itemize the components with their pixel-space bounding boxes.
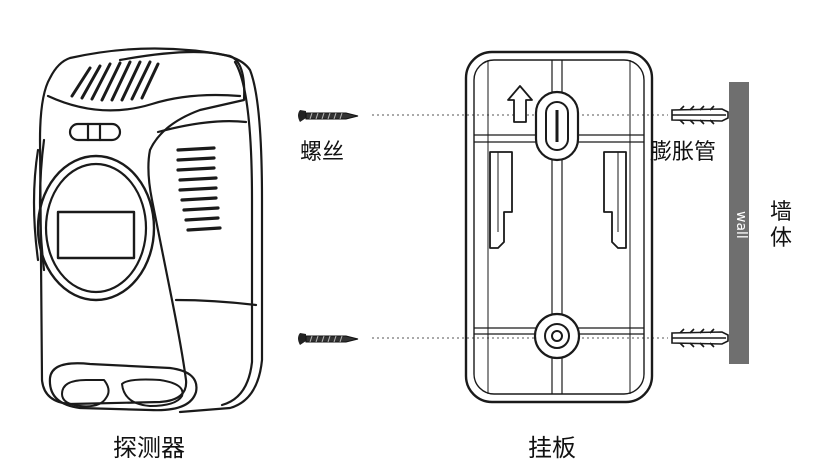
wall-cn-label-2: 体 <box>769 226 792 251</box>
side-vents <box>176 146 222 232</box>
detector-device <box>32 47 264 414</box>
alignment-lines <box>372 114 668 339</box>
top-vents <box>70 60 160 102</box>
anchor-top <box>671 105 729 125</box>
anchor-bottom <box>671 328 729 348</box>
mount-plate-label: 挂板 <box>528 434 576 462</box>
indicator-lights <box>68 122 122 142</box>
anchor-label: 膨胀管 <box>650 140 717 165</box>
screw-bottom <box>298 333 359 345</box>
wall-en-label: wall <box>733 211 749 239</box>
wall-cn-label-1: 墙 <box>769 200 792 225</box>
up-arrow <box>507 85 533 123</box>
screw-label: 螺丝 <box>300 140 345 165</box>
mounting-plate <box>464 50 654 404</box>
left-hook <box>489 151 513 249</box>
display-ring <box>36 154 156 302</box>
detector-label: 探测器 <box>113 434 185 462</box>
right-hook <box>603 151 627 249</box>
display-screen <box>56 210 136 260</box>
bottom-pad <box>48 362 198 412</box>
screw-top <box>298 110 359 122</box>
wall-bar <box>729 82 749 364</box>
